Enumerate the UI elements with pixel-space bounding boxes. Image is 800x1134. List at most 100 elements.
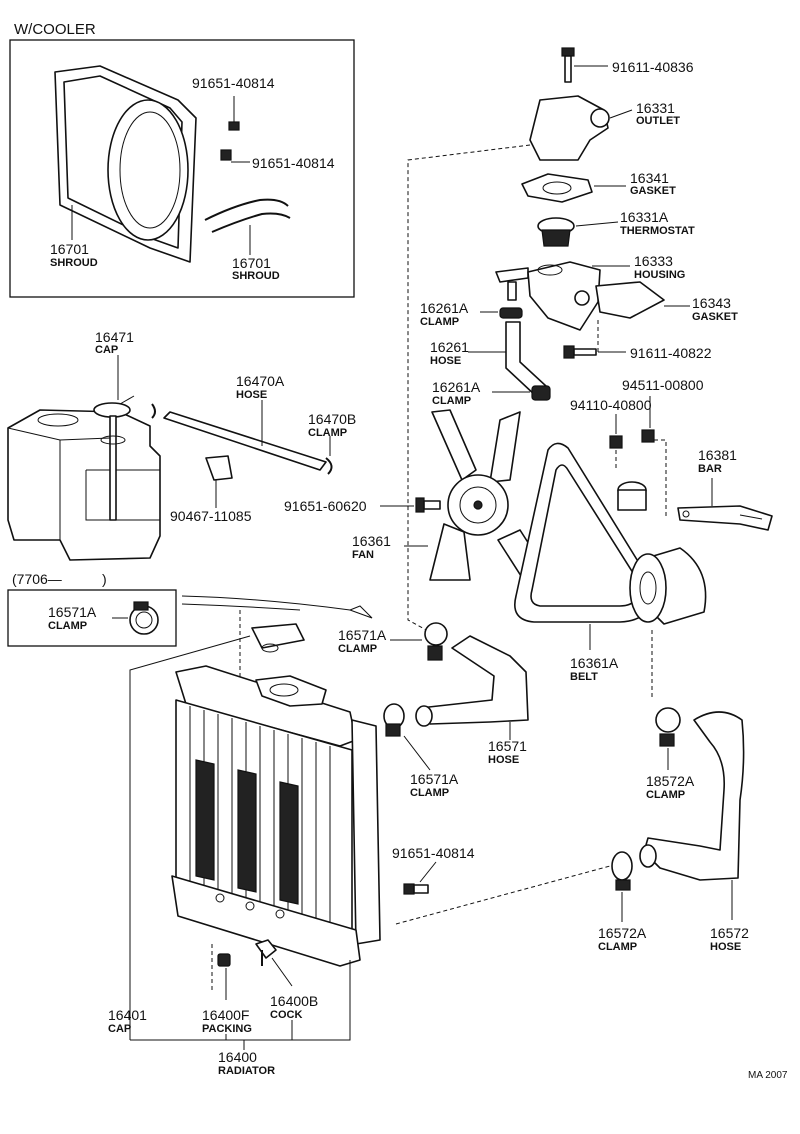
thermostat-stack: 91611-40836 16331 OUTLET 16341 GASKET 16… bbox=[420, 47, 738, 407]
label-clamp-upper-a-name: CLAMP bbox=[420, 316, 459, 328]
alternator-drawing bbox=[617, 481, 707, 625]
label-bolt-a: 91651-40814 bbox=[192, 75, 275, 91]
clamp-icon bbox=[151, 403, 156, 419]
label-shroud-left-pn: 16701 bbox=[50, 241, 89, 257]
label-clamp-upper-hose-pn: 16571A bbox=[338, 627, 387, 643]
radiator-fins bbox=[189, 706, 331, 926]
label-drain-packing-name: PACKING bbox=[202, 1023, 252, 1035]
label-belt-name: BELT bbox=[570, 671, 598, 683]
label-housing-pn: 16333 bbox=[634, 253, 673, 269]
label-clamp-radiator-inlet-name: CLAMP bbox=[410, 787, 449, 799]
label-bar-name: BAR bbox=[698, 463, 722, 475]
label-upper-hose-name: HOSE bbox=[488, 754, 519, 766]
clamp-icon bbox=[655, 707, 681, 747]
housing-drawing bbox=[495, 261, 665, 331]
radiator-cap-icon bbox=[251, 623, 305, 653]
label-clamp-lower-a-name: CLAMP bbox=[432, 395, 471, 407]
label-drain-cock-pn: 16400B bbox=[270, 993, 318, 1009]
label-reservoir-bolt: 90467-11085 bbox=[170, 508, 252, 524]
inset-cooler: W/COOLER 91651-40814 91651-40814 16701 S… bbox=[9, 21, 355, 298]
label-lower-hose-name: HOSE bbox=[710, 941, 741, 953]
label-clamp-lower-hose-bottom-name: CLAMP bbox=[598, 941, 637, 953]
bar-bolt-icon bbox=[641, 429, 655, 443]
label-hose-clamp-b-name: CLAMP bbox=[308, 427, 347, 439]
label-fan-name: FAN bbox=[352, 549, 374, 561]
shroud-right-drawing bbox=[204, 198, 291, 233]
label-thermostat-name: THERMOSTAT bbox=[620, 225, 695, 237]
label-outlet-name: OUTLET bbox=[636, 115, 680, 127]
label-bar-pn: 16381 bbox=[698, 447, 737, 463]
drain-packing-icon bbox=[217, 953, 231, 967]
label-bolt-b: 91651-40814 bbox=[252, 155, 335, 171]
bracket-bolt-icon bbox=[205, 455, 233, 481]
label-drain-cock-name: COCK bbox=[270, 1009, 302, 1021]
water-outlet-drawing bbox=[529, 95, 610, 161]
inset-clamp: (7706— ) 16571A CLAMP bbox=[7, 571, 177, 647]
label-clamp-lower-hose-bottom-pn: 16572A bbox=[598, 925, 647, 941]
clamp-icon bbox=[383, 703, 405, 737]
overflow-hose-drawing bbox=[163, 411, 327, 471]
bolt-icon bbox=[220, 96, 250, 163]
reservoir-cap-icon bbox=[93, 395, 135, 521]
label-lower-hose-pn: 16572 bbox=[710, 925, 749, 941]
gasket-icon bbox=[521, 173, 593, 203]
inset-clamp-title-left: (7706— bbox=[12, 571, 62, 587]
inset-cooler-title: W/COOLER bbox=[14, 21, 96, 38]
radiator-drawing bbox=[171, 665, 381, 967]
label-overflow-hose-name: HOSE bbox=[236, 389, 267, 401]
label-gasket-outlet-name: GASKET bbox=[630, 185, 676, 197]
label-gasket-outlet-pn: 16341 bbox=[630, 170, 669, 186]
inset-clamp-name: CLAMP bbox=[48, 620, 87, 632]
label-hose-clamp-b-pn: 16470B bbox=[308, 411, 356, 427]
label-shroud-right-name: SHROUD bbox=[232, 270, 280, 282]
clamp-icon bbox=[424, 622, 448, 661]
bolt-icon bbox=[561, 47, 575, 83]
label-bypass-hose-name: HOSE bbox=[430, 355, 461, 367]
label-bypass-hose-pn: 16261 bbox=[430, 339, 469, 355]
clamp-icon bbox=[129, 601, 159, 635]
label-drain-packing-pn: 16400F bbox=[202, 1007, 249, 1023]
label-clamp-lower-a-pn: 16261A bbox=[432, 379, 481, 395]
clamp-icon bbox=[531, 385, 551, 401]
label-fan-pn: 16361 bbox=[352, 533, 391, 549]
label-fan-bolt: 91651-60620 bbox=[284, 498, 367, 514]
thermostat-icon bbox=[537, 217, 575, 247]
label-radiator-name: RADIATOR bbox=[218, 1065, 275, 1077]
clamp-icon bbox=[611, 851, 633, 891]
label-reservoir-cap-name: CAP bbox=[95, 344, 118, 356]
label-radiator-cap-name: CAP bbox=[108, 1023, 131, 1035]
clamp-icon bbox=[499, 307, 523, 319]
inset-clamp-pn: 16571A bbox=[48, 604, 97, 620]
drain-cock-icon bbox=[255, 939, 277, 966]
label-clamp-lower-hose-top-pn: 18572A bbox=[646, 773, 695, 789]
clamp-icon bbox=[325, 457, 333, 475]
label-clamp-upper-hose-name: CLAMP bbox=[338, 643, 377, 655]
label-bolt-housing: 91611-40822 bbox=[630, 345, 712, 361]
bar-nut-icon bbox=[609, 435, 623, 449]
fan-drawing bbox=[429, 409, 553, 591]
footer-code: MA 2007 bbox=[748, 1070, 788, 1081]
upper-hose-drawing bbox=[415, 635, 529, 727]
belt-drawing bbox=[514, 442, 654, 623]
shroud-left-drawing bbox=[54, 65, 197, 263]
label-gasket-housing-name: GASKET bbox=[692, 311, 738, 323]
label-clamp-lower-hose-top-name: CLAMP bbox=[646, 789, 685, 801]
label-shroud-left-name: SHROUD bbox=[50, 257, 98, 269]
reservoir-tank-drawing bbox=[7, 409, 161, 561]
inset-clamp-title-right: ) bbox=[102, 571, 107, 587]
lower-hose-drawing bbox=[639, 711, 745, 881]
fan-bolt-icon bbox=[415, 497, 441, 513]
label-radiator-pn: 16400 bbox=[218, 1049, 257, 1065]
label-overflow-hose-pn: 16470A bbox=[236, 373, 285, 389]
label-radiator-bolt: 91651-40814 bbox=[392, 845, 475, 861]
label-reservoir-cap-pn: 16471 bbox=[95, 329, 134, 345]
label-radiator-cap-pn: 16401 bbox=[108, 1007, 147, 1023]
label-bolt-top: 91611-40836 bbox=[612, 59, 694, 75]
label-bar-bolt: 94511-00800 bbox=[622, 377, 704, 393]
radiator-bolt-icon bbox=[403, 883, 429, 895]
label-belt-pn: 16361A bbox=[570, 655, 619, 671]
label-outlet-pn: 16331 bbox=[636, 100, 675, 116]
label-clamp-upper-a-pn: 16261A bbox=[420, 300, 469, 316]
label-gasket-housing-pn: 16343 bbox=[692, 295, 731, 311]
